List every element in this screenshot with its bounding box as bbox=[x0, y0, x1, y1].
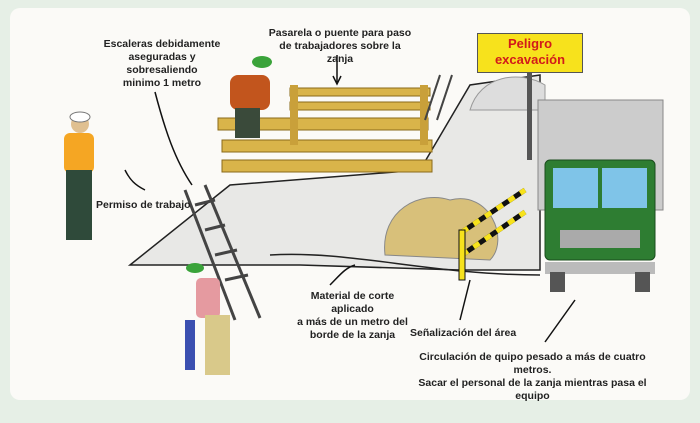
rock bbox=[469, 76, 546, 111]
worker-on-walkway bbox=[230, 56, 272, 138]
label-line: a más de un metro del bbox=[297, 316, 408, 328]
ladder-small bbox=[424, 74, 453, 121]
label-line: Material de corte aplicado bbox=[310, 290, 395, 315]
worker-supervisor bbox=[64, 111, 94, 240]
signage-barrier bbox=[458, 187, 527, 281]
worker-jackhammer bbox=[185, 263, 230, 375]
truck bbox=[537, 99, 664, 292]
excavated-material bbox=[384, 196, 499, 261]
label-line: Pasarela o puente para paso bbox=[268, 27, 412, 39]
label-line: Sacar el personal de la zanja mientras p… bbox=[418, 377, 647, 402]
label-line: borde de la zanja bbox=[309, 329, 396, 341]
label-walkway: Pasarela o puente para paso de trabajado… bbox=[265, 27, 415, 66]
label-line: Circulación de quipo pesado a más de cua… bbox=[419, 351, 646, 376]
sign-line-2: excavación bbox=[494, 52, 566, 67]
walkway-bridge bbox=[217, 85, 433, 173]
label-ladders: Escaleras debidamente aseguradas y sobre… bbox=[97, 38, 227, 90]
pointer-arrows bbox=[124, 55, 576, 343]
label-traffic: Circulación de quipo pesado a más de cua… bbox=[400, 351, 665, 403]
danger-sign: Peligro excavación bbox=[477, 33, 583, 73]
label-line: minimo 1 metro bbox=[122, 77, 202, 89]
ladder bbox=[183, 184, 262, 321]
label-signage: Señalización del área bbox=[410, 327, 517, 339]
label-permit: Permiso de trabajo bbox=[96, 199, 191, 211]
label-line: aseguradas y sobresaliendo bbox=[126, 51, 198, 76]
sign-post bbox=[527, 70, 532, 160]
label-line: Escaleras debidamente bbox=[103, 38, 221, 50]
label-material: Material de corte aplicado a más de un m… bbox=[290, 290, 415, 342]
sign-line-1: Peligro bbox=[507, 36, 553, 51]
trench-floor bbox=[269, 253, 541, 276]
label-line: de trabajadores sobre la zanja bbox=[279, 40, 401, 65]
